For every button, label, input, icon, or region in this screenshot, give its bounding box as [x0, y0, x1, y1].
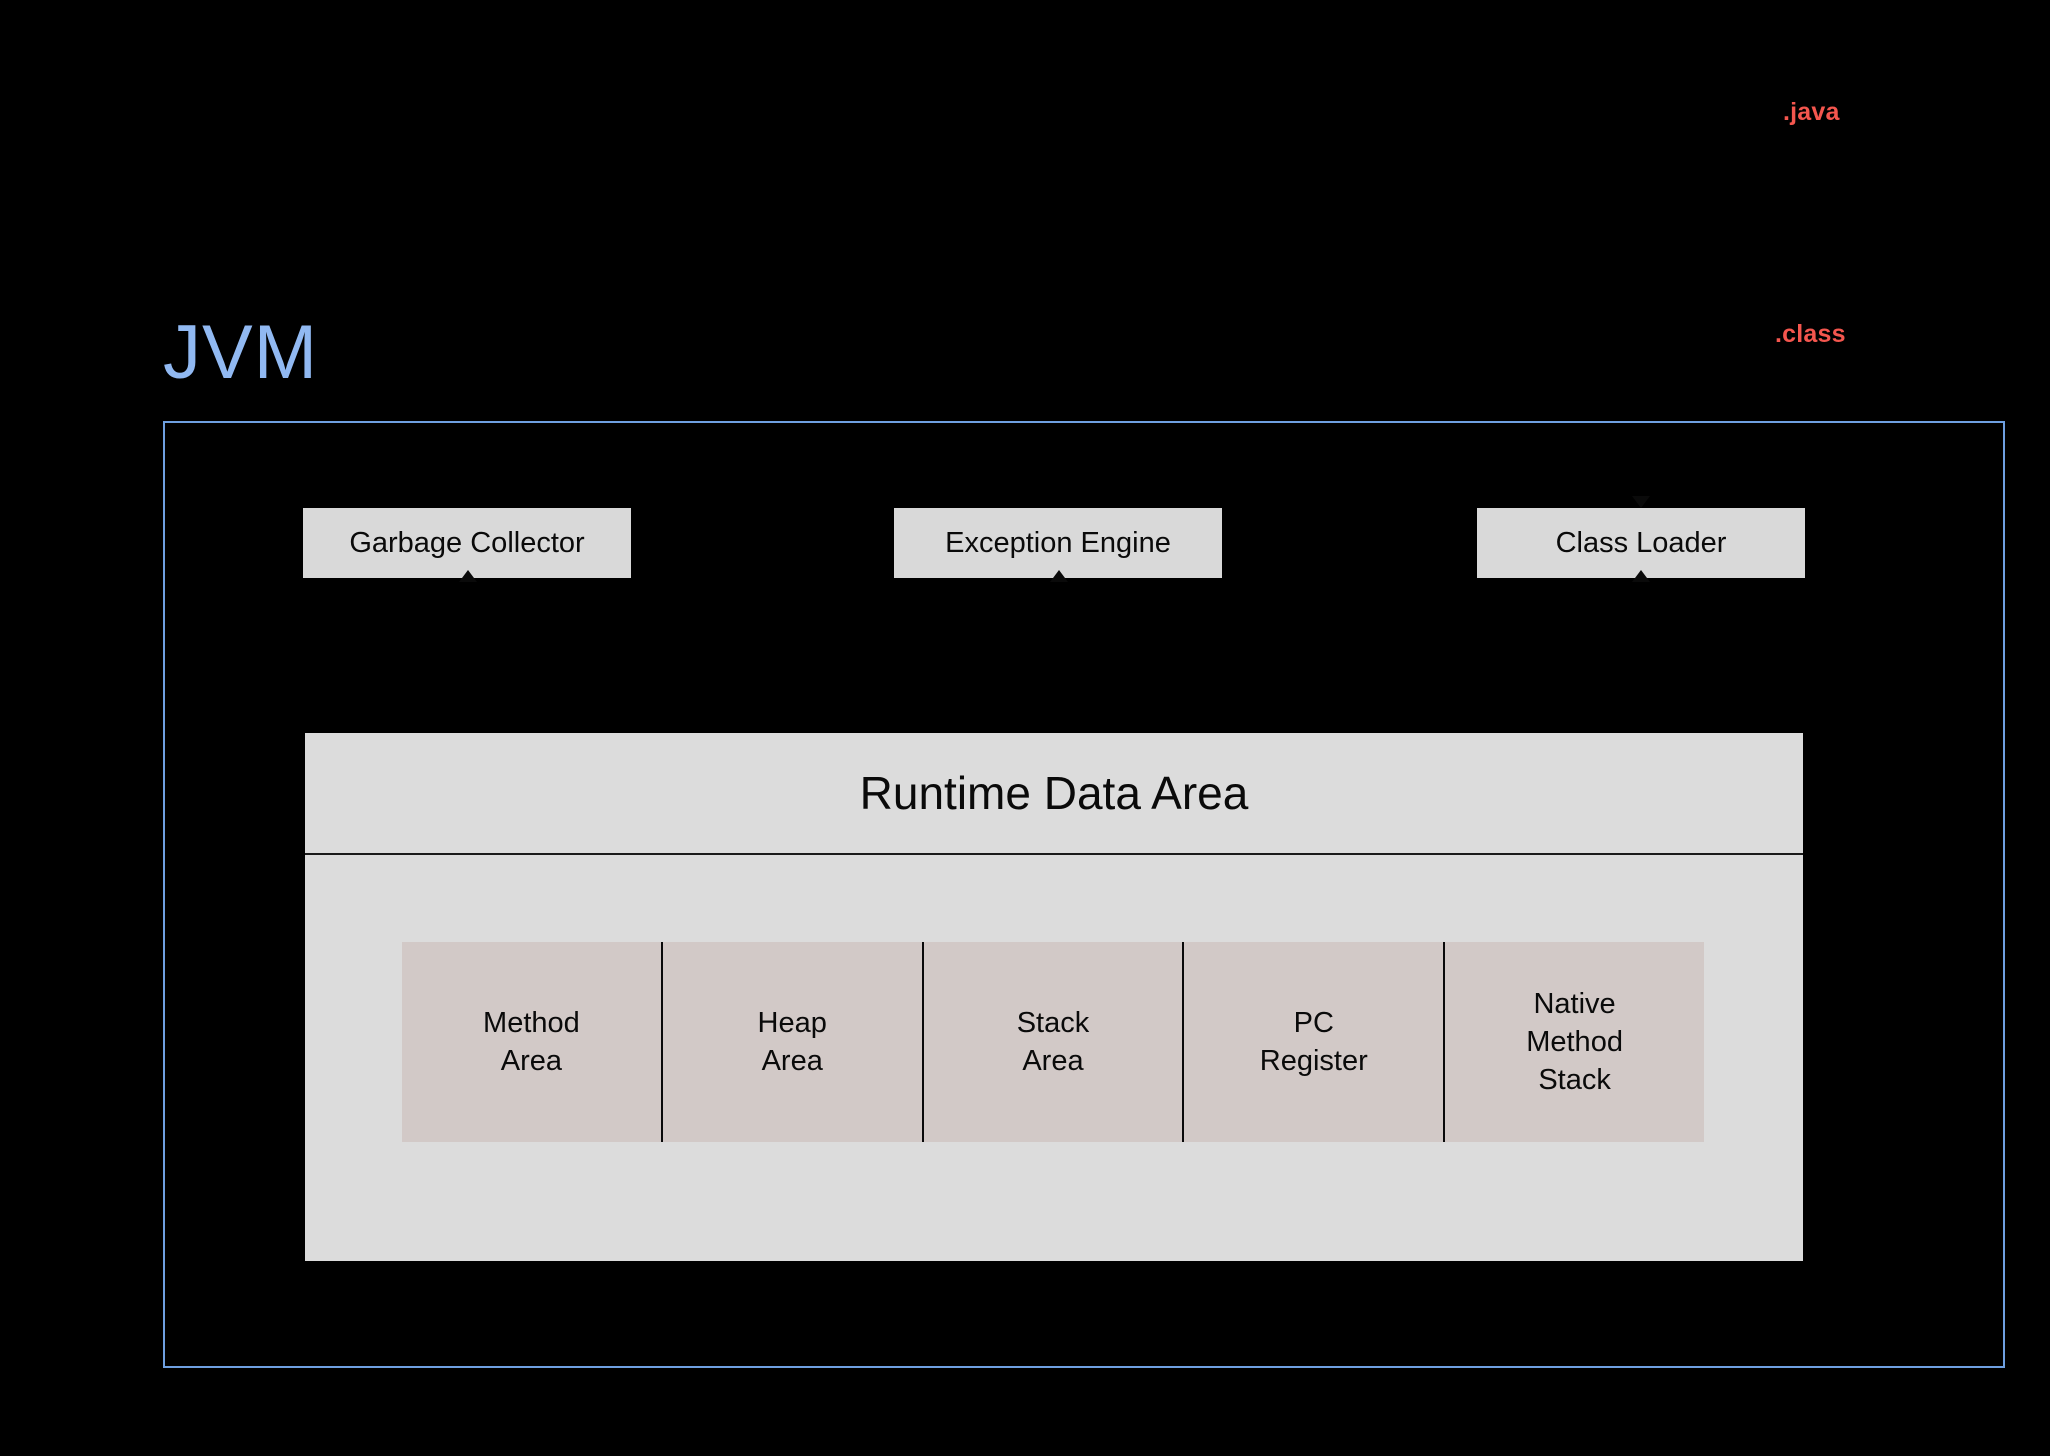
arrow-into-class-loader-icon — [1632, 496, 1650, 508]
arrow-class-loader-icon — [1632, 570, 1650, 582]
memory-cell-native-method-stack[interactable]: Native Method Stack — [1445, 942, 1704, 1142]
memory-cells-row: Method Area Heap Area Stack Area PC Regi… — [402, 942, 1704, 1142]
class-loader-label: Class Loader — [1555, 526, 1727, 559]
native-method-stack-label: Native Method Stack — [1526, 987, 1623, 1097]
runtime-data-area-header: Runtime Data Area — [305, 733, 1803, 855]
jvm-title: JVM — [163, 310, 318, 395]
method-area-label: Method Area — [483, 1006, 580, 1077]
memory-cell-stack-area[interactable]: Stack Area — [924, 942, 1185, 1142]
component-box-garbage-collector[interactable]: Garbage Collector — [303, 508, 631, 578]
java-source-label: .java — [1783, 98, 1840, 126]
garbage-collector-label: Garbage Collector — [349, 526, 585, 559]
memory-cell-pc-register[interactable]: PC Register — [1184, 942, 1446, 1142]
stack-area-label: Stack Area — [1016, 1006, 1090, 1077]
pc-register-label: PC Register — [1259, 1006, 1368, 1077]
memory-cell-heap-area[interactable]: Heap Area — [663, 942, 924, 1142]
memory-cell-method-area[interactable]: Method Area — [402, 942, 663, 1142]
runtime-data-area-title: Runtime Data Area — [859, 767, 1249, 819]
heap-area-label: Heap Area — [757, 1006, 827, 1077]
component-box-exception-engine[interactable]: Exception Engine — [894, 508, 1222, 578]
class-file-label: .class — [1775, 320, 1846, 348]
component-box-class-loader[interactable]: Class Loader — [1477, 508, 1805, 578]
arrow-garbage-collector-icon — [459, 570, 477, 582]
arrow-exception-engine-icon — [1050, 570, 1068, 582]
runtime-data-area-box: Runtime Data Area Method Area Heap Area … — [305, 733, 1803, 1261]
exception-engine-label: Exception Engine — [945, 526, 1171, 559]
jvm-boundary-box — [163, 421, 2005, 1368]
